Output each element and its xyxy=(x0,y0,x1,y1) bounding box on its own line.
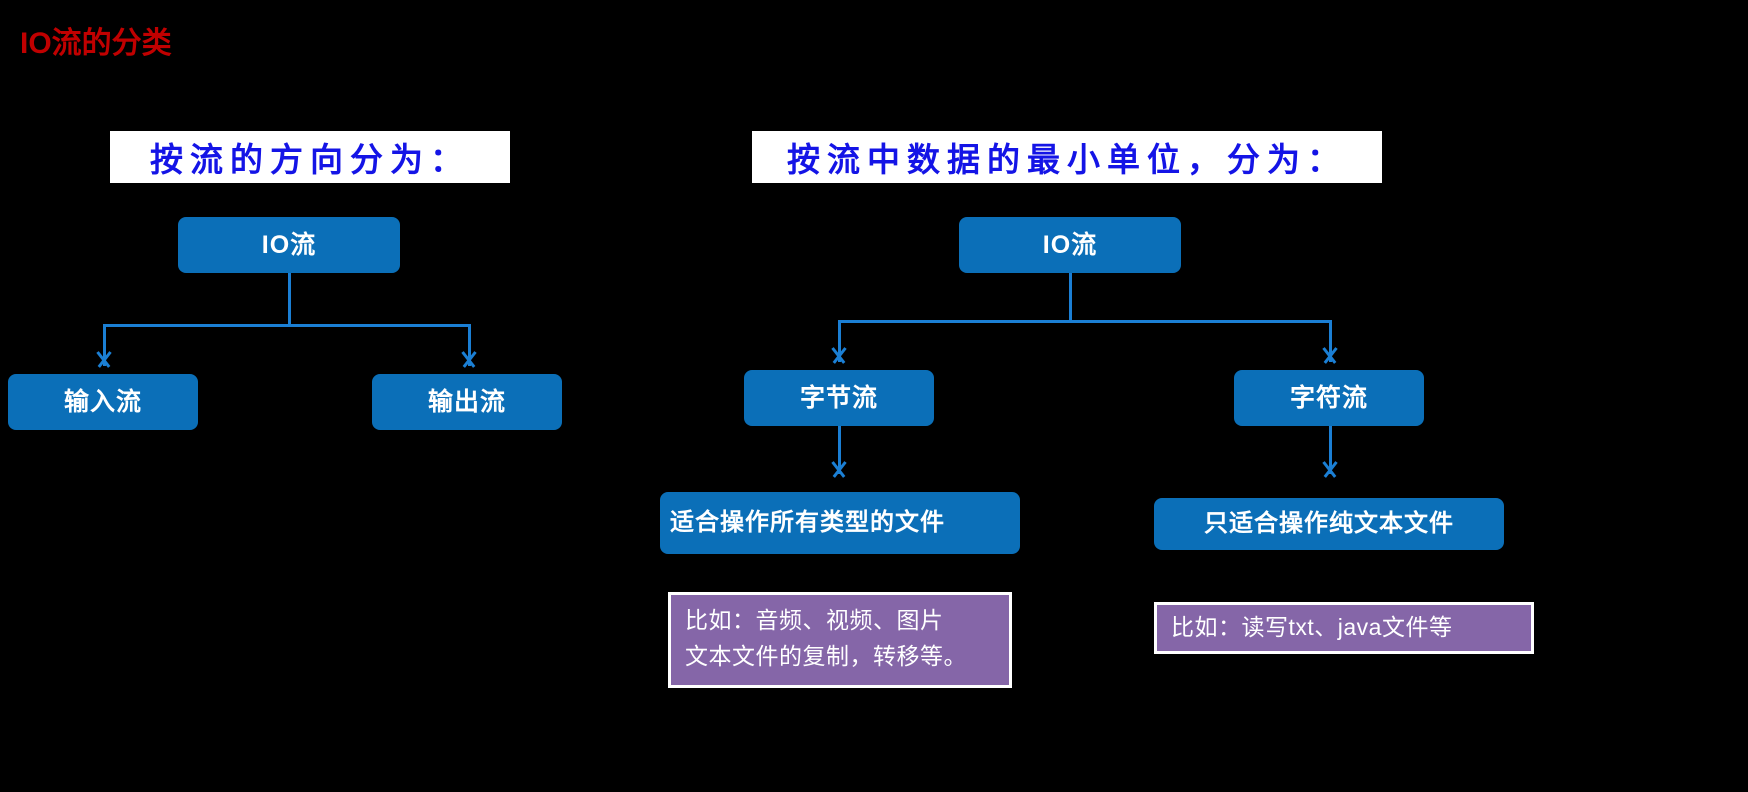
bytestream-note-line-2: 文本文件的复制，转移等。 xyxy=(685,642,967,669)
bytestream-detail-arrow-icon xyxy=(828,462,850,478)
charstream-detail-arrow-icon xyxy=(1319,462,1341,478)
page-title: IO流的分类 xyxy=(20,27,172,60)
charstream-detail-line xyxy=(1329,426,1332,474)
left-section-heading: 按流的方向分为： xyxy=(110,131,510,183)
left-branch-2-arrow-icon xyxy=(458,352,480,368)
charstream-note-line-1: 比如：读写txt、java文件等 xyxy=(1171,614,1453,641)
left-root-node[interactable]: IO流 xyxy=(178,217,400,273)
right-child-node-2[interactable]: 字符流 xyxy=(1234,370,1424,426)
left-child-node-2[interactable]: 输出流 xyxy=(372,374,562,430)
charstream-note-box: 比如：读写txt、java文件等 xyxy=(1154,602,1534,654)
bytestream-detail-line xyxy=(838,426,841,474)
right-branch-2-line xyxy=(1329,320,1332,362)
right-branch-1-arrow-icon xyxy=(828,348,850,364)
left-branch-1-line xyxy=(103,324,106,366)
left-branch-2-line xyxy=(468,324,471,366)
charstream-detail-box[interactable]: 只适合操作纯文本文件 xyxy=(1154,498,1504,550)
right-branch-2-arrow-icon xyxy=(1319,348,1341,364)
left-child-node-1[interactable]: 输入流 xyxy=(8,374,198,430)
right-root-node[interactable]: IO流 xyxy=(959,217,1181,273)
right-child-node-1[interactable]: 字节流 xyxy=(744,370,934,426)
right-branch-1-line xyxy=(838,320,841,362)
left-tree-crossbar xyxy=(103,324,471,327)
bytestream-note-line-1: 比如：音频、视频、图片 xyxy=(685,607,944,633)
right-tree-crossbar xyxy=(838,320,1332,323)
bytestream-detail-box[interactable]: 适合操作所有类型的文件 xyxy=(660,492,1020,554)
right-section-heading: 按流中数据的最小单位，分为： xyxy=(752,131,1382,183)
left-root-stem xyxy=(288,273,291,325)
left-branch-1-arrow-icon xyxy=(93,352,115,368)
right-root-stem xyxy=(1069,273,1072,321)
bytestream-note-box: 比如：音频、视频、图片 文本文件的复制，转移等。 xyxy=(668,592,1012,688)
